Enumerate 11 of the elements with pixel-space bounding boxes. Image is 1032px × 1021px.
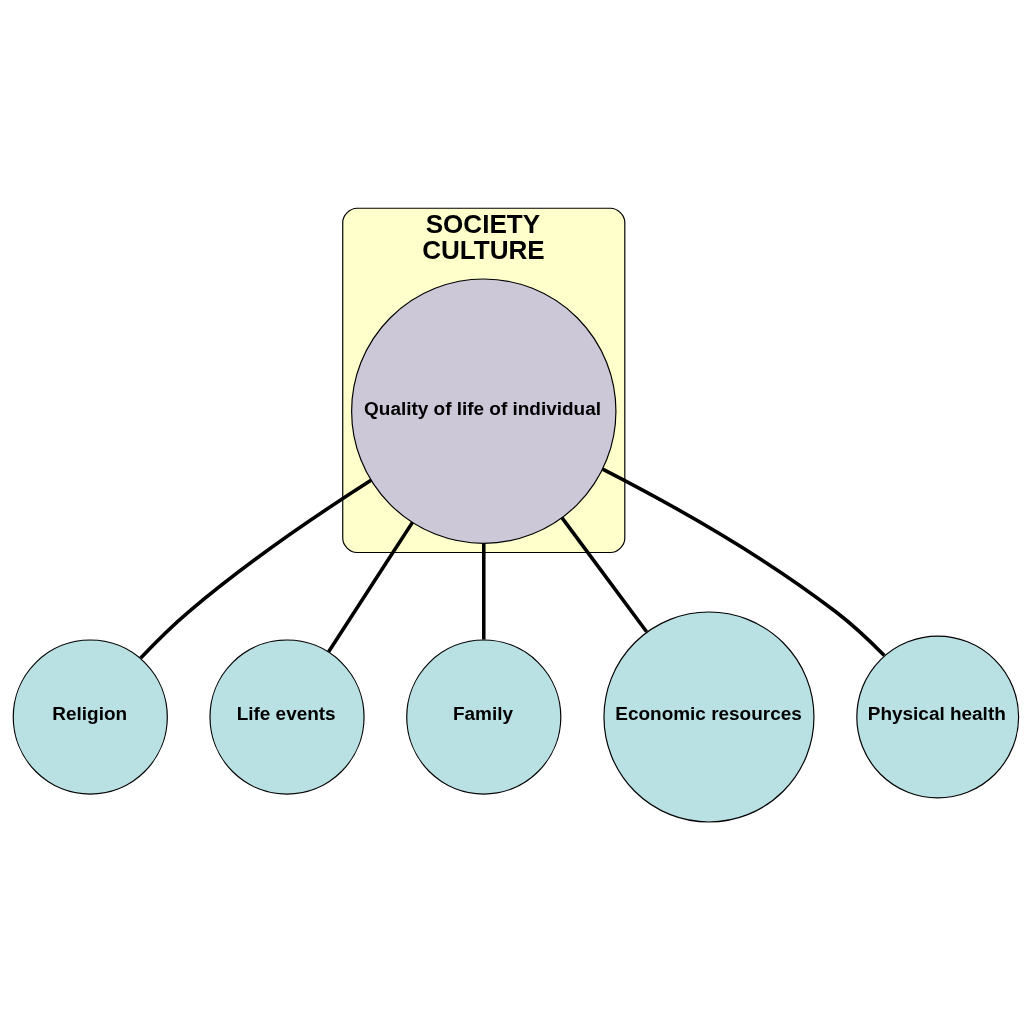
node-circle: Family — [406, 639, 562, 795]
node-circle: Religion — [12, 639, 168, 795]
node-circle: Physical health — [856, 635, 1020, 799]
connector — [560, 516, 648, 633]
node-circle: Quality of life of individual — [351, 278, 617, 544]
node-circle: Economic resources — [603, 611, 815, 823]
node-circle: Life events — [209, 639, 365, 795]
connector — [327, 521, 414, 653]
connector — [139, 478, 372, 660]
connector — [601, 467, 886, 657]
connector — [482, 543, 486, 640]
